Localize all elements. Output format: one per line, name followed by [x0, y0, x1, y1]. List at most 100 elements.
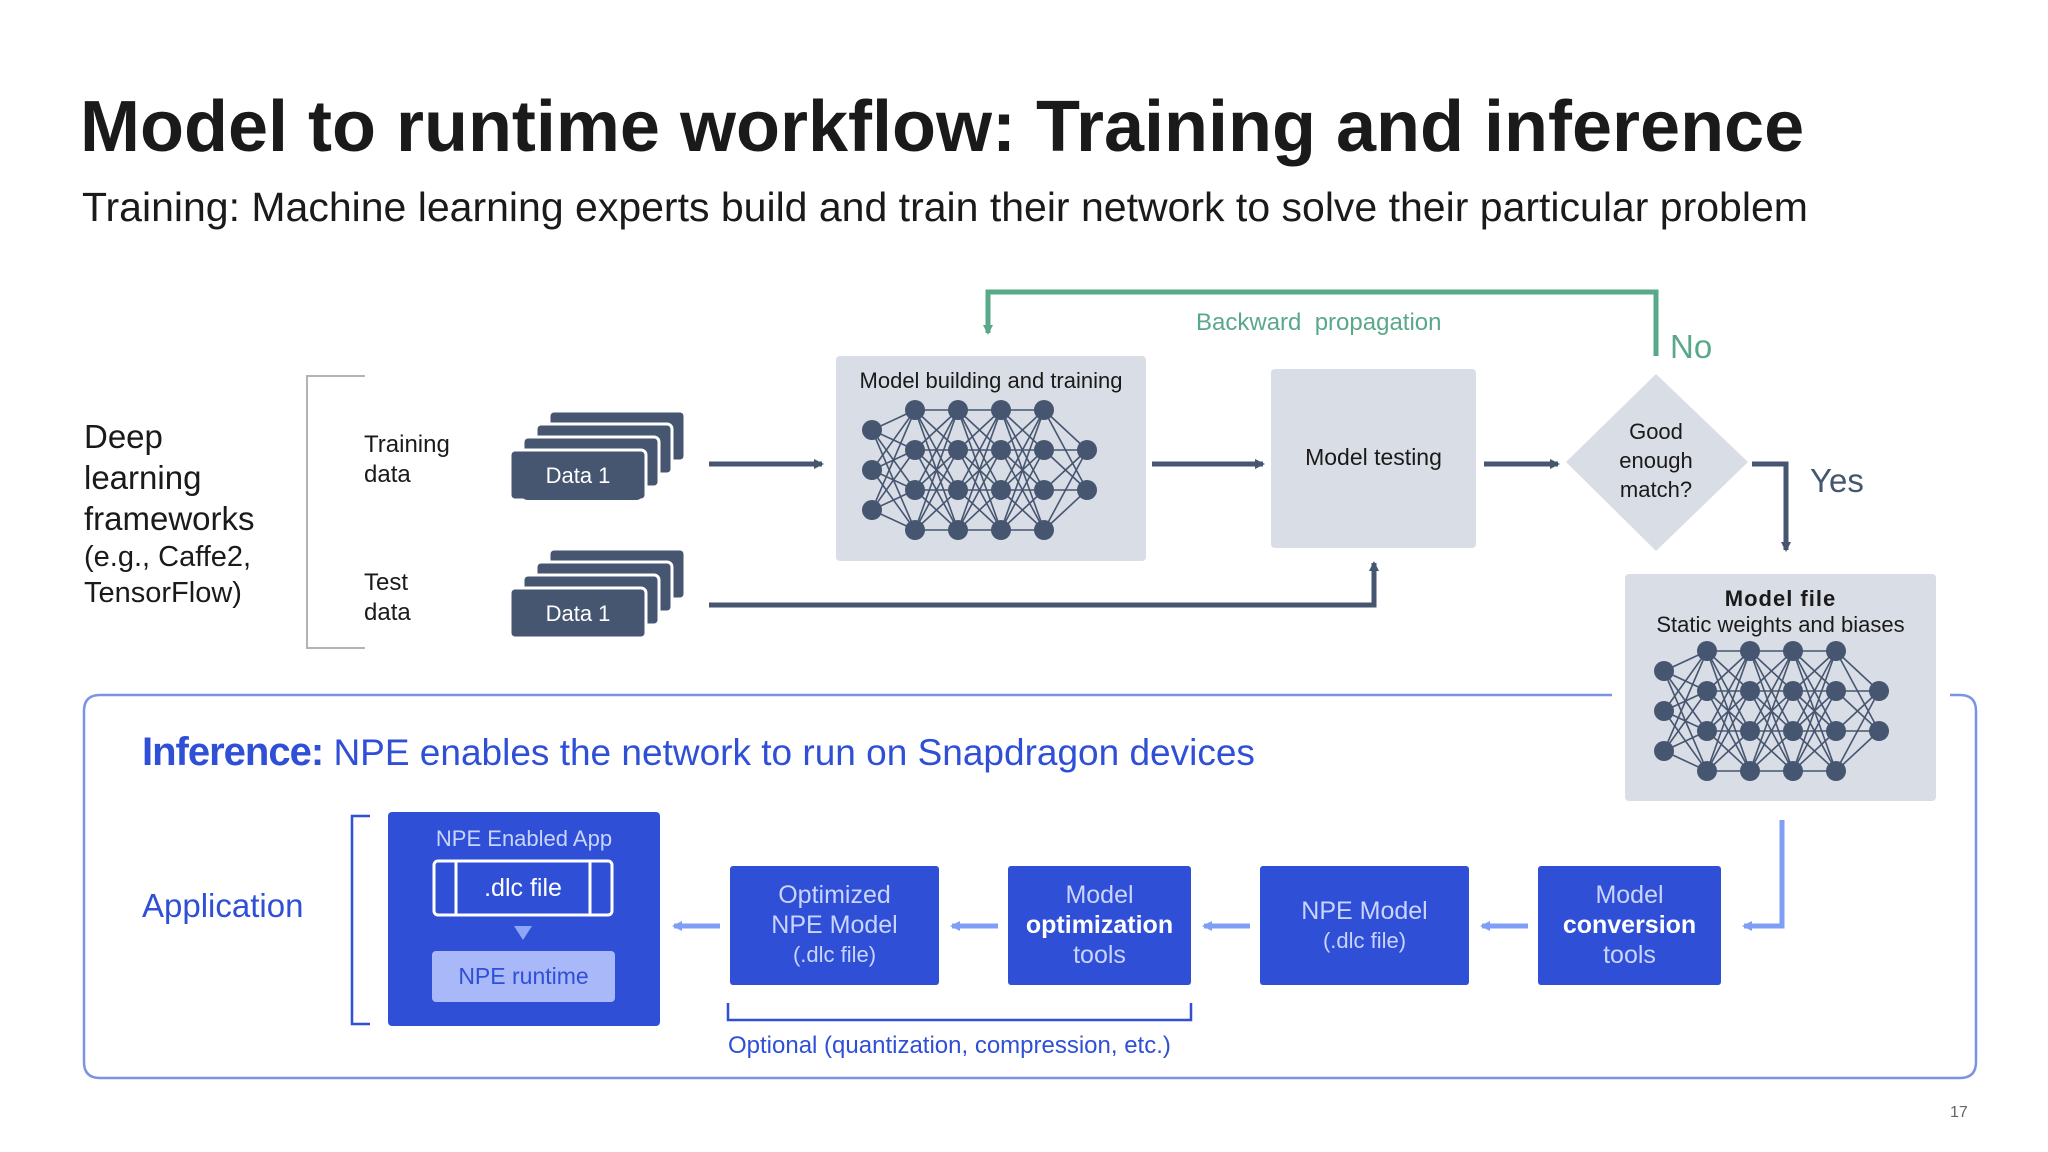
optimized-model-line: Optimized	[778, 881, 891, 909]
network-node	[1740, 681, 1760, 701]
network-edge	[1706, 690, 1751, 772]
network-node	[862, 500, 882, 520]
test-data-label: Test data	[364, 568, 411, 628]
dlc-file-label: .dlc file	[484, 874, 562, 902]
frameworks-bracket	[306, 375, 365, 649]
network-node	[1783, 641, 1803, 661]
model-file-network-graphic	[1654, 641, 1889, 781]
frameworks-line: (e.g., Caffe2,	[84, 541, 252, 573]
decision-line: match?	[1619, 477, 1693, 502]
npe-model-line: NPE Model	[1301, 897, 1428, 925]
network-node	[1826, 721, 1846, 741]
network-node	[1034, 520, 1054, 540]
slide-subtitle: Training: Machine learning experts build…	[82, 184, 1808, 230]
npe-model-label: NPE Model (.dlc file)	[1260, 896, 1469, 956]
network-edge	[1749, 650, 1794, 732]
network-node	[948, 520, 968, 540]
network-node	[1783, 761, 1803, 781]
optimized-model-label: Optimized NPE Model (.dlc file)	[730, 880, 939, 970]
network-edge	[1792, 650, 1837, 772]
inference-heading: Inference: NPE enables the network to ru…	[142, 730, 1255, 775]
network-edge	[1000, 409, 1045, 491]
network-edge	[1663, 650, 1708, 752]
npe-runtime-box	[432, 951, 615, 1002]
application-bracket	[350, 814, 370, 1026]
no-label: No	[1670, 328, 1713, 365]
optimized-model-line: NPE Model	[771, 911, 898, 939]
network-node	[991, 520, 1011, 540]
network-edge	[1835, 690, 1880, 772]
network-node	[991, 480, 1011, 500]
optimization-tools-box	[1008, 866, 1191, 985]
network-edge	[1663, 690, 1708, 752]
network-edge	[871, 449, 916, 511]
conversion-tools-line: Model	[1595, 881, 1664, 909]
network-edge	[1706, 650, 1751, 772]
page-number: 17	[1950, 1104, 1968, 1121]
network-node	[905, 480, 925, 500]
training-data-line: data	[364, 461, 411, 488]
network-node	[1783, 681, 1803, 701]
network-node	[1034, 440, 1054, 460]
yes-label: Yes	[1810, 462, 1864, 499]
arrow-yes-to-model-file	[1752, 461, 1791, 552]
slide-title: Model to runtime workflow: Training and …	[80, 87, 1805, 167]
app-box-title: NPE Enabled App	[435, 826, 613, 851]
network-edge	[871, 409, 916, 471]
conversion-tools-label: Model conversion tools	[1538, 880, 1721, 970]
test-data-line: data	[364, 599, 411, 626]
network-node	[1697, 641, 1717, 661]
optimization-tools-label: Model optimization tools	[1008, 880, 1191, 970]
npe-model-box	[1260, 866, 1469, 985]
network-node	[1077, 440, 1097, 460]
decision-line: enough	[1619, 448, 1693, 473]
arrow-test-data-to-testing	[709, 561, 1379, 608]
network-node	[905, 400, 925, 420]
optimization-tools-line: tools	[1073, 941, 1126, 969]
model-testing-label: Model testing	[1305, 444, 1442, 470]
model-building-label: Model building and training	[859, 368, 1123, 393]
network-node	[1697, 721, 1717, 741]
network-edge	[1043, 449, 1088, 531]
network-node	[1697, 681, 1717, 701]
network-node	[1740, 641, 1760, 661]
network-edge	[1663, 650, 1708, 712]
decision-line: Good	[1629, 419, 1683, 444]
network-edge	[1706, 650, 1751, 732]
network-node	[1826, 681, 1846, 701]
conversion-tools-line: tools	[1603, 941, 1656, 969]
optimized-model-box	[730, 866, 939, 985]
npe-model-line: (.dlc file)	[1322, 928, 1407, 953]
network-edge	[957, 409, 1002, 531]
network-node	[1034, 400, 1054, 420]
network-node	[1654, 701, 1674, 721]
inference-heading-rest: NPE enables the network to run on Snapdr…	[333, 732, 1255, 773]
optimized-model-line: (.dlc file)	[792, 942, 877, 967]
network-node	[1826, 761, 1846, 781]
network-edge	[1749, 690, 1794, 772]
network-node	[1826, 641, 1846, 661]
network-node	[1077, 480, 1097, 500]
network-node	[948, 400, 968, 420]
conversion-tools-line: conversion	[1562, 911, 1697, 939]
frameworks-line: frameworks	[84, 500, 255, 537]
inference-heading-bold: Inference:	[142, 730, 324, 774]
backward-propagation-label: Backward propagation	[1196, 309, 1442, 336]
network-node	[1869, 681, 1889, 701]
model-file-subtitle: Static weights and biases	[1656, 612, 1905, 637]
model-file-title: Model file	[1724, 586, 1837, 611]
network-node	[1654, 661, 1674, 681]
network-edge	[957, 409, 1002, 491]
network-edge	[1749, 650, 1794, 772]
network-node	[1740, 761, 1760, 781]
training-data-stack-label: Data 1	[545, 463, 611, 488]
application-label: Application	[142, 887, 304, 924]
network-node	[905, 440, 925, 460]
test-data-stack-label: Data 1	[545, 601, 611, 626]
network-edge	[1792, 690, 1837, 772]
network-node	[905, 520, 925, 540]
frameworks-label: Deep learning frameworks (e.g., Caffe2, …	[84, 416, 255, 611]
inference-frame	[82, 693, 1978, 1080]
